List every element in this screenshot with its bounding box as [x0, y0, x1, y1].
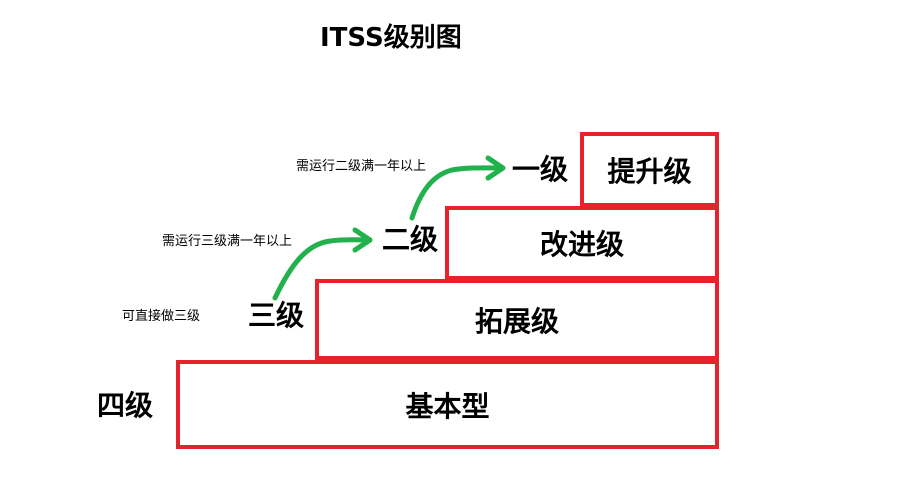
level-one-label: 一级 [512, 153, 569, 186]
diagram-title: ITSS级别图 [320, 23, 462, 53]
box-upgrade-level: 提升级 [580, 132, 719, 207]
note-to-level-two: 需运行三级满一年以上 [162, 234, 293, 249]
note-to-level-one: 需运行二级满一年以上 [296, 159, 427, 174]
box-expansion-label: 拓展级 [474, 304, 559, 338]
level-two-label: 二级 [382, 223, 439, 256]
box-improvement-level: 改进级 [445, 206, 719, 280]
box-expansion-level: 拓展级 [315, 279, 719, 360]
box-upgrade-label: 提升级 [607, 154, 692, 188]
level-three-label: 三级 [248, 299, 305, 332]
level-four-label: 四级 [97, 389, 154, 422]
box-basic-level: 基本型 [176, 360, 719, 449]
arrow-two-to-one [409, 155, 506, 221]
note-direct-level-three: 可直接做三级 [122, 309, 201, 324]
arrow-three-to-two [272, 227, 373, 301]
box-basic-label: 基本型 [405, 389, 490, 423]
box-improvement-label: 改进级 [539, 228, 624, 261]
